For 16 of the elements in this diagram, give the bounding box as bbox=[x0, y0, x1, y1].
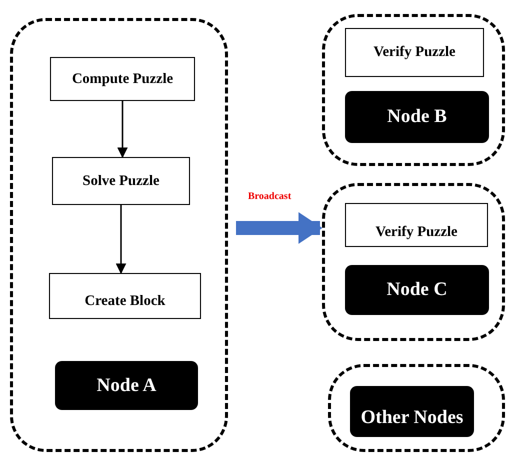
process-box: Solve Puzzle bbox=[52, 157, 190, 205]
process-box: Create Block bbox=[49, 273, 201, 319]
node-box: Node B bbox=[345, 91, 489, 143]
dashed-group-box bbox=[328, 364, 505, 452]
dashed-group-box bbox=[10, 18, 228, 452]
edge-label: Broadcast bbox=[248, 191, 292, 202]
dashed-group-box bbox=[322, 14, 505, 166]
arrow bbox=[117, 101, 128, 158]
process-box: Compute Puzzle bbox=[50, 57, 195, 101]
node-box: Node A bbox=[55, 361, 198, 410]
process-box: Verify Puzzle bbox=[345, 203, 488, 247]
dashed-group-box bbox=[322, 183, 505, 341]
arrow bbox=[116, 205, 126, 274]
node-box: Other Nodes bbox=[350, 386, 474, 437]
process-box: Verify Puzzle bbox=[345, 28, 484, 77]
node-box: Node C bbox=[345, 265, 489, 315]
